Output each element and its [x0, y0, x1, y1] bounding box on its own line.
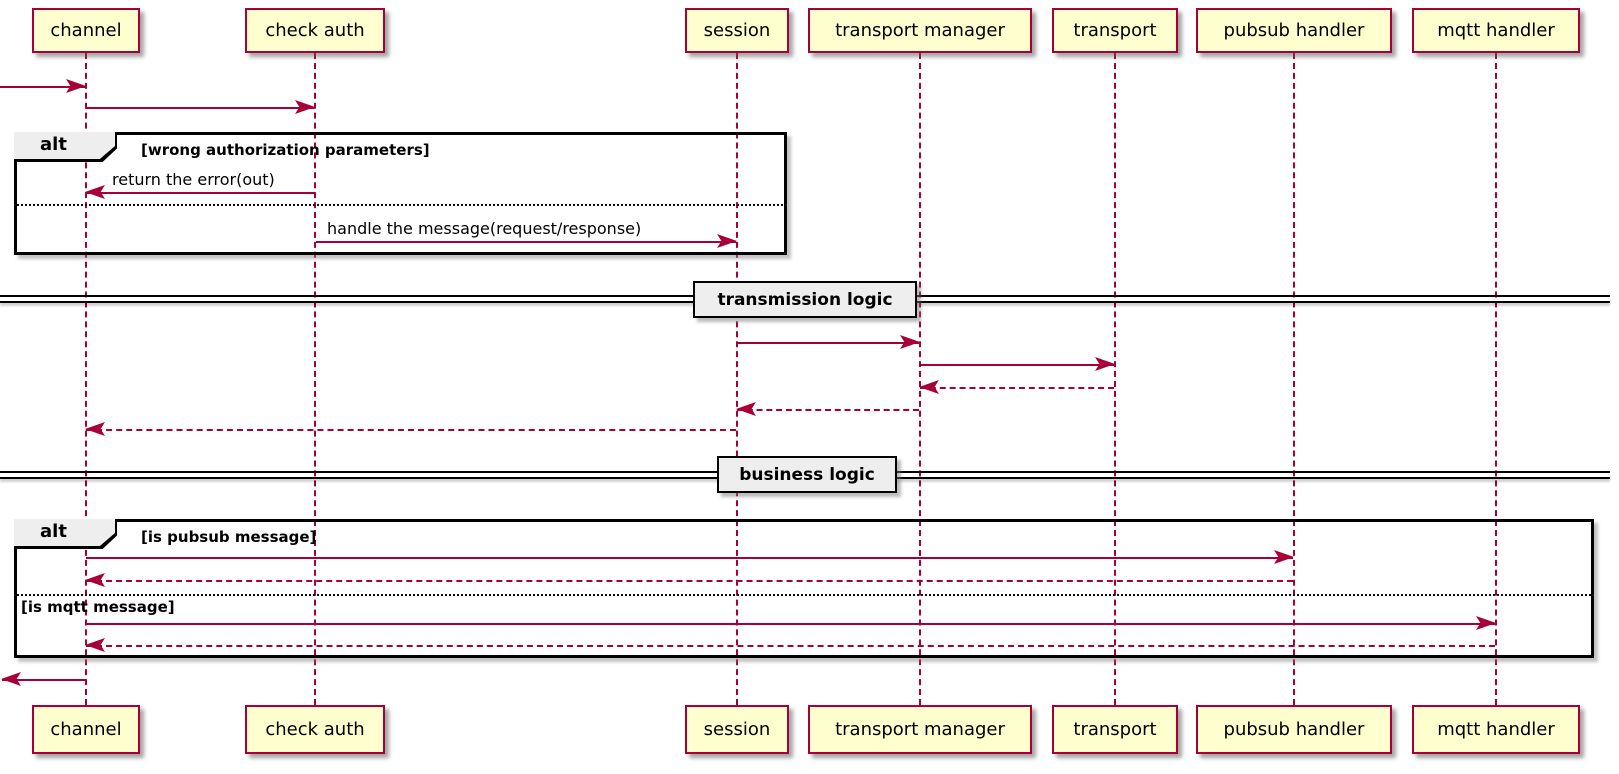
divider-label-text: transmission logic — [717, 289, 893, 310]
alt-condition: [is pubsub message] — [141, 528, 317, 546]
lifeline-transport-manager — [919, 53, 921, 705]
participant-label: mqtt handler — [1437, 20, 1555, 41]
participant-label: transport manager — [835, 719, 1005, 740]
alt-condition: [wrong authorization parameters] — [141, 141, 430, 159]
participant-label: check auth — [265, 20, 365, 41]
lifeline-mqtt-handler — [1495, 53, 1497, 705]
participant-transport-manager-top: transport manager — [808, 8, 1032, 53]
message-label-return-error: return the error(out) — [112, 170, 275, 189]
divider-transmission-logic: transmission logic — [693, 281, 917, 318]
alt-keyword: alt — [40, 521, 67, 542]
alt-else-divider — [14, 204, 787, 206]
alt-frame-tab: alt — [14, 132, 117, 162]
participant-label: mqtt handler — [1437, 719, 1555, 740]
participant-mqtt-handler-top: mqtt handler — [1412, 8, 1580, 53]
participant-label: channel — [50, 20, 122, 41]
divider-business-logic: business logic — [717, 456, 897, 493]
participant-transport-top: transport — [1052, 8, 1178, 53]
participant-check-auth-bottom: check auth — [245, 705, 385, 754]
message-label-handle-message: handle the message(request/response) — [327, 219, 642, 238]
participant-channel-top: channel — [32, 8, 140, 53]
alt-else-divider — [14, 594, 1594, 596]
participant-session-bottom: session — [685, 705, 789, 754]
alt-frame-authorization: alt [wrong authorization parameters] — [14, 132, 787, 255]
participant-transport-manager-bottom: transport manager — [808, 705, 1032, 754]
lifeline-check-auth — [314, 53, 316, 705]
participant-label: session — [703, 719, 771, 740]
alt-else-condition: [is mqtt message] — [21, 598, 175, 616]
participant-label: channel — [50, 719, 122, 740]
alt-keyword: alt — [40, 134, 67, 155]
participant-pubsub-handler-bottom: pubsub handler — [1196, 705, 1392, 754]
participant-label: pubsub handler — [1223, 719, 1365, 740]
participant-session-top: session — [685, 8, 789, 53]
lifeline-pubsub-handler — [1293, 53, 1295, 705]
participant-label: transport manager — [835, 20, 1005, 41]
participant-pubsub-handler-top: pubsub handler — [1196, 8, 1392, 53]
alt-frame-tab: alt — [14, 519, 117, 549]
participant-label: pubsub handler — [1223, 20, 1365, 41]
lifeline-transport — [1114, 53, 1116, 705]
participant-label: transport — [1073, 719, 1157, 740]
lifeline-channel — [85, 53, 87, 705]
participant-channel-bottom: channel — [32, 705, 140, 754]
participant-transport-bottom: transport — [1052, 705, 1178, 754]
participant-check-auth-top: check auth — [245, 8, 385, 53]
lifeline-session — [736, 53, 738, 705]
participant-mqtt-handler-bottom: mqtt handler — [1412, 705, 1580, 754]
participant-label: transport — [1073, 20, 1157, 41]
participant-label: check auth — [265, 719, 365, 740]
divider-label-text: business logic — [739, 464, 875, 485]
alt-frame-message-type: alt [is pubsub message] [is mqtt message… — [14, 519, 1594, 658]
participant-label: session — [703, 20, 771, 41]
